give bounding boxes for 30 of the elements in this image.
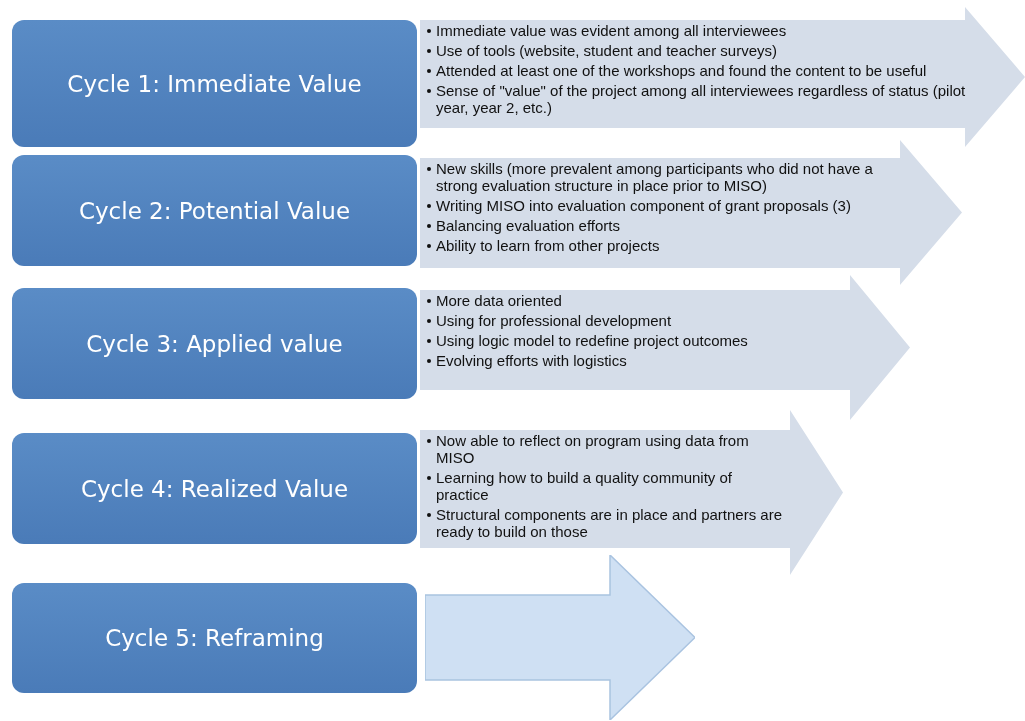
bullet-text: More data oriented [436,292,562,309]
bullet-text: Use of tools (website, student and teacher surveys) [436,42,777,59]
cycle-title: Cycle 2: Potential Value [78,197,351,224]
bullet-text: Ability to learn from other projects [436,237,660,254]
bullet-text: Immediate value was evident among all interviewees [436,22,787,39]
bullet-text: Writing MISO into evaluation component of grant proposals (3) [436,197,851,214]
bullet-text: Structural components are in place and partners are ready to build on those [436,506,783,540]
bullet-text: Evolving efforts with logistics [436,352,627,369]
arrow-shape [420,7,1025,147]
bullet-text: Learning how to build a quality community of practice [436,469,732,503]
cycle-title: Cycle 5: Reframing [105,625,324,651]
arrow-shape [420,140,962,285]
cycle-title: Cycle 1: Immediate Value [67,70,362,97]
cycle-box [12,288,417,399]
bullet-text: Using for professional development [436,312,672,329]
bullet-text: Now able to reflect on program using data from MISO [436,432,749,466]
arrow-shape [420,275,910,420]
cycle-title: Cycle 3: Applied value [86,330,343,357]
cycle-box [12,433,417,544]
cycle-box [12,20,417,147]
bullet-text: Sense of "value" of the project among all interviewees regardless of status (pilot year, year 2, etc.) [436,82,966,116]
arrow-shape [425,555,695,720]
bullet-text: Balancing evaluation efforts [436,217,620,234]
cycle-box [12,155,417,266]
bullet-text: New skills (more prevalent among participants who did not have a strong evaluation structure in place prior to MISO) [436,160,873,194]
cycle-title: Cycle 4: Realized Value [80,475,349,502]
bullet-text: Attended at least one of the workshops and found the content to be useful [436,62,927,79]
bullet-text: Using logic model to redefine project outcomes [436,332,748,349]
cycle-box [12,583,417,693]
arrow-shape [420,410,843,575]
